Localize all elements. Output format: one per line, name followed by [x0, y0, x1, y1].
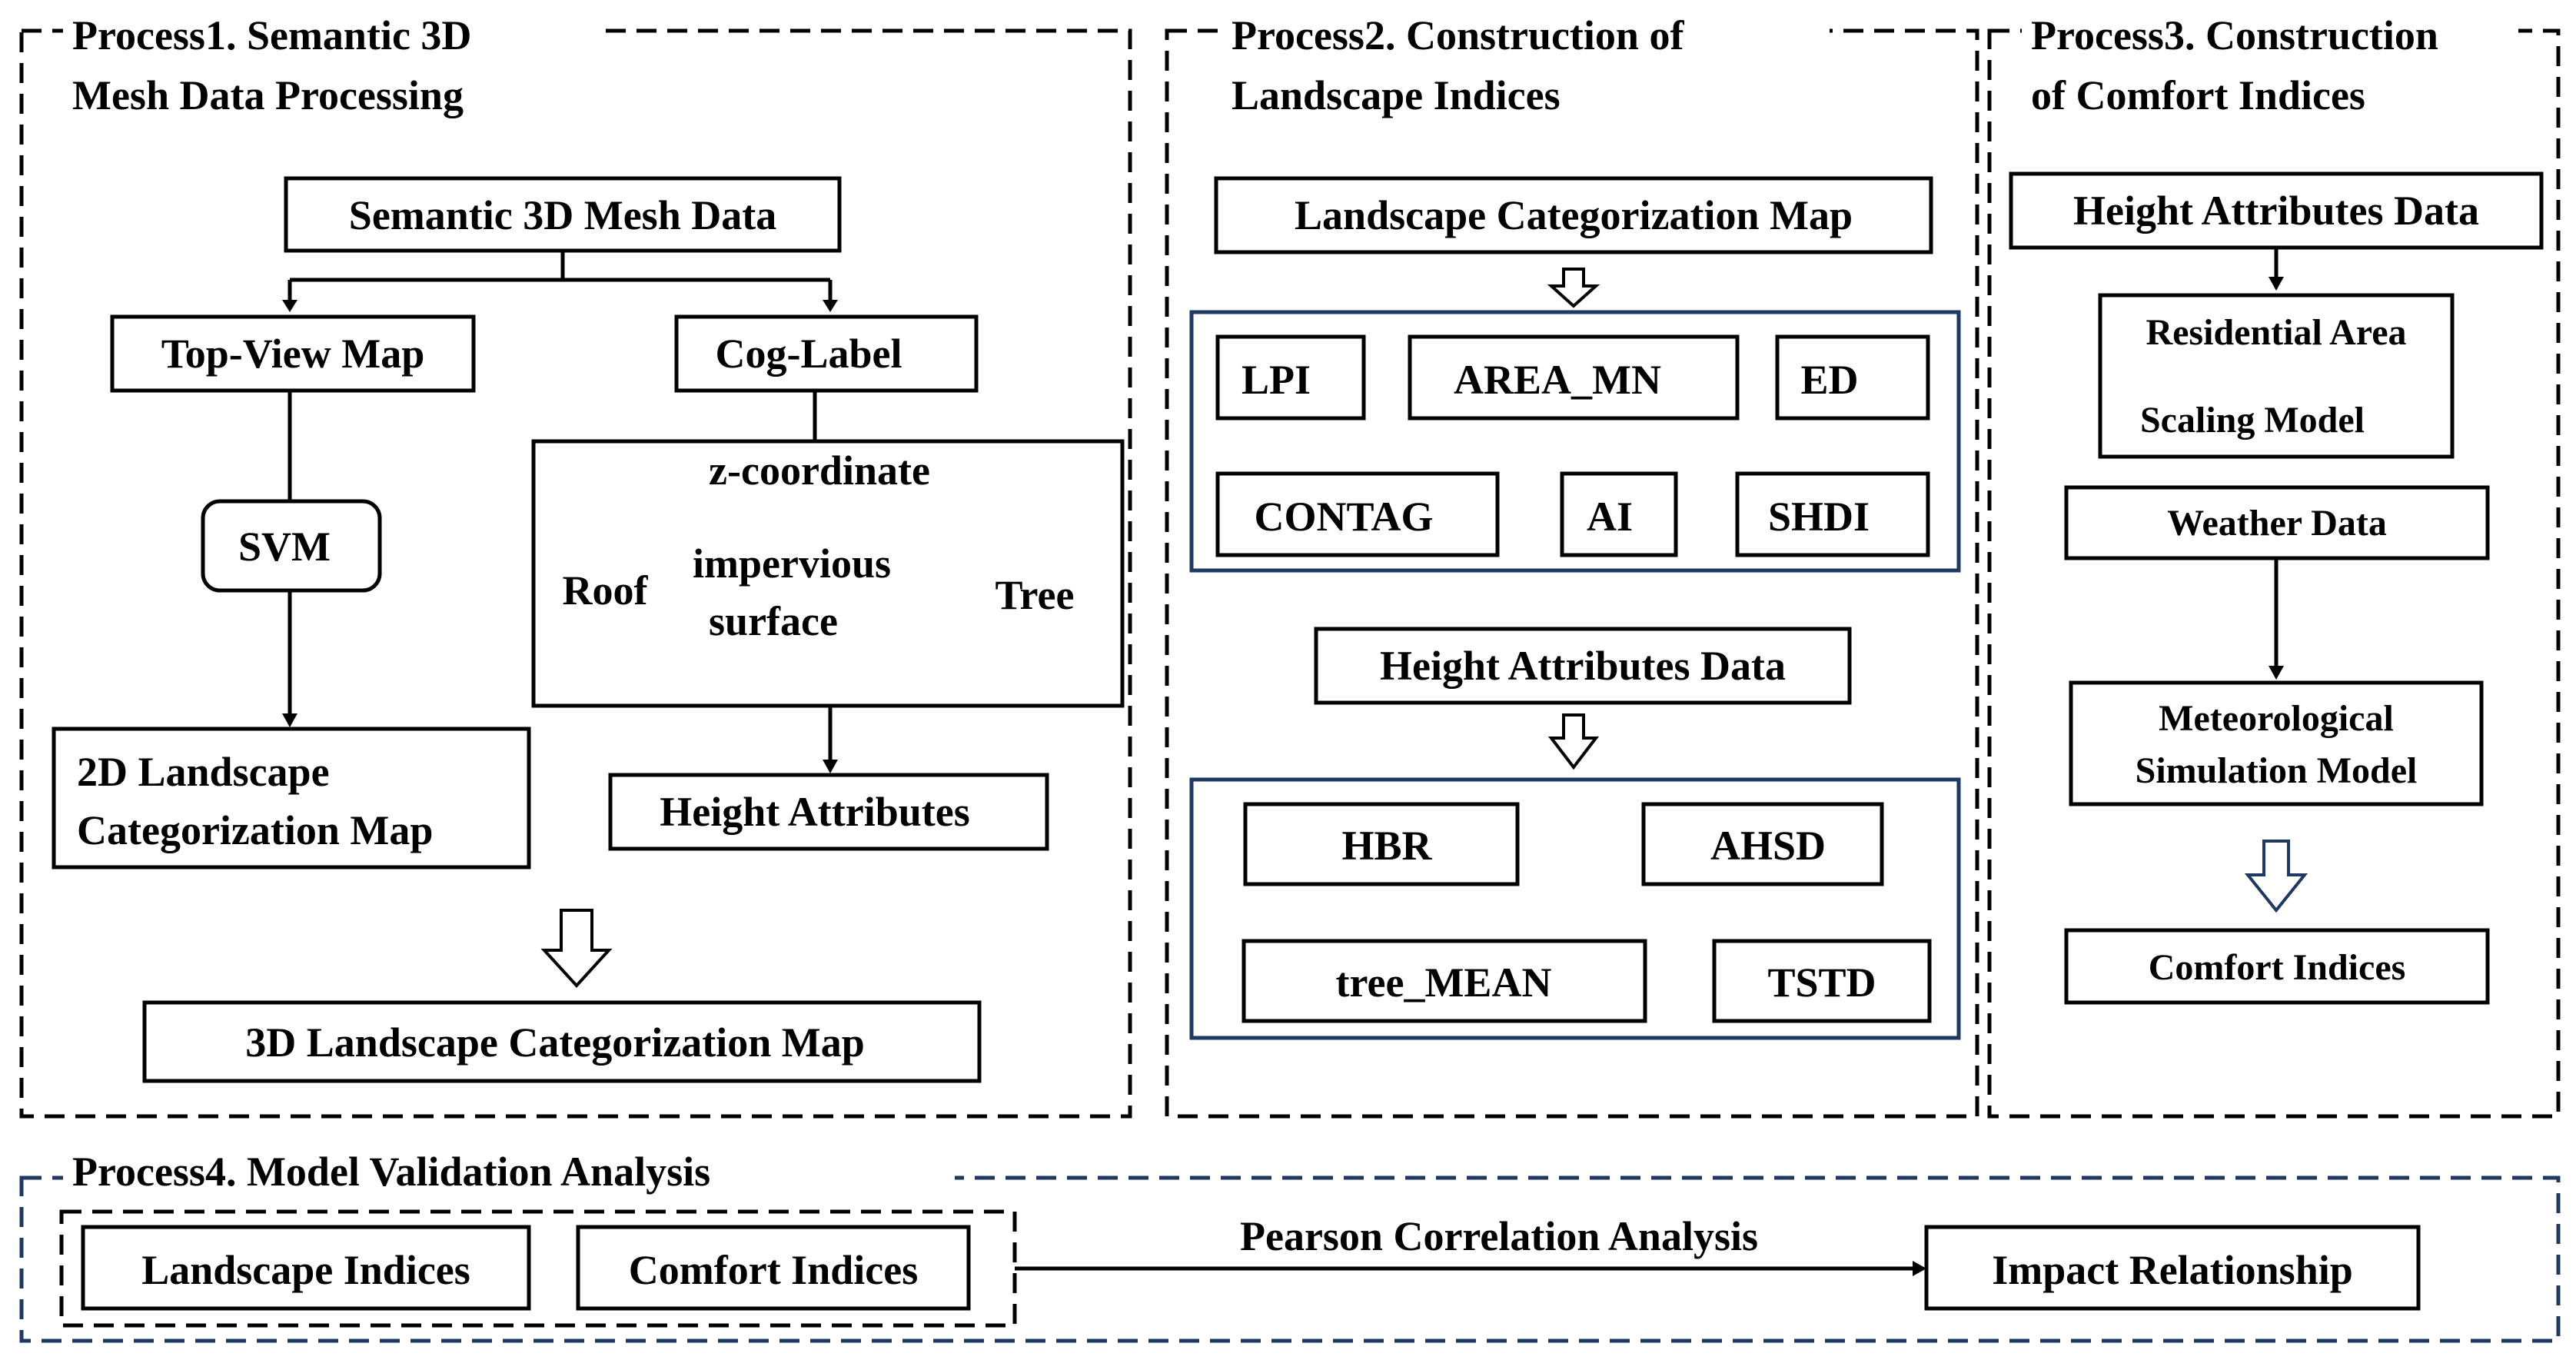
height-index-tree-mean-box — [1241, 939, 1647, 1023]
landscape-index-ai-label: AI — [1587, 494, 1633, 540]
svm-box — [201, 499, 382, 593]
semantic-mesh-data-label: Semantic 3D Mesh Data — [349, 192, 776, 238]
p4-comfort-indices-box — [576, 1225, 971, 1311]
landscape-index-ai-box — [1560, 471, 1678, 557]
landscape-2d-map-label-line2: Categorization Map — [77, 807, 433, 853]
hollow-down-arrow-icon — [2244, 840, 2308, 913]
height-index-hbr-box — [1243, 802, 1520, 886]
weather-data-box — [2064, 485, 2490, 560]
impact-relationship-label: Impact Relationship — [1992, 1247, 2353, 1293]
height-index-tstd-label: TSTD — [1767, 959, 1876, 1006]
pearson-correlation-label: Pearson Correlation Analysis — [1240, 1213, 1758, 1259]
impact-relationship-box — [1924, 1225, 2421, 1311]
height-attributes-box — [608, 773, 1049, 851]
process4-panel — [19, 1175, 2561, 1343]
cog-label-label: Cog-Label — [716, 331, 902, 377]
arrowhead — [2269, 277, 2284, 291]
p4-landscape-indices-box — [81, 1225, 531, 1311]
landscape-index-lpi-label: LPI — [1241, 357, 1311, 403]
residential-scaling-model-box — [2098, 293, 2455, 459]
top-view-map-box — [110, 314, 476, 393]
hollow-down-arrow-icon — [1547, 713, 1600, 770]
residential-scaling-model-label-line2: Scaling Model — [2140, 400, 2365, 441]
landscape-3d-map-box — [142, 1000, 982, 1083]
height-attributes-data-box — [1314, 627, 1852, 705]
landscape-2d-map-box — [52, 727, 531, 870]
tree-label: Tree — [995, 572, 1075, 618]
arrowhead — [2269, 666, 2284, 680]
p4-comfort-indices-label: Comfort Indices — [629, 1247, 918, 1293]
residential-scaling-model-label-line1: Residential Area — [2146, 312, 2406, 353]
process1-title-line2: Mesh Data Processing — [72, 72, 464, 118]
impervious-surface-label-line1: impervious — [693, 540, 891, 587]
landscape-index-ed-box — [1775, 334, 1930, 421]
p3-height-attributes-data-label: Height Attributes Data — [2073, 188, 2479, 234]
arrowhead — [823, 760, 838, 773]
height-index-tree-mean-label: tree_MEAN — [1336, 959, 1552, 1006]
landscape-index-ed-label: ED — [1800, 357, 1858, 403]
process2-title-line2: Landscape Indices — [1231, 72, 1561, 118]
landscape-2d-map-label-line1: 2D Landscape — [77, 749, 330, 795]
arrowhead — [1913, 1261, 1926, 1276]
comfort-indices-label: Comfort Indices — [2149, 947, 2406, 988]
svm-label: SVM — [238, 524, 331, 570]
landscape-3d-map-label: 3D Landscape Categorization Map — [245, 1019, 864, 1066]
indices-group — [59, 1209, 1017, 1328]
process3-title-line2: of Comfort Indices — [2031, 72, 2365, 118]
landscape-index-shdi-box — [1735, 471, 1930, 557]
process4-title: Process4. Model Validation Analysis — [72, 1149, 710, 1195]
arrowhead — [823, 300, 838, 312]
roof-label: Roof — [563, 567, 649, 613]
process2-title-line1: Process2. Construction of — [1231, 12, 1684, 58]
semantic-mesh-data-box — [284, 176, 842, 253]
meteorological-model-label-line1: Meteorological — [2159, 698, 2394, 739]
height-index-ahsd-label: AHSD — [1710, 823, 1826, 869]
process1-title-line1: Process1. Semantic 3D — [72, 12, 471, 58]
landscape-index-shdi-label: SHDI — [1768, 494, 1870, 540]
hollow-down-arrow-icon — [540, 909, 613, 988]
meteorological-model-label-line2: Simulation Model — [2136, 750, 2418, 791]
impervious-surface-label-line2: surface — [709, 598, 838, 644]
height-index-ahsd-box — [1641, 802, 1884, 886]
arrowhead — [282, 300, 297, 312]
height-index-tstd-box — [1712, 939, 1932, 1023]
p3-height-attributes-data-box — [2009, 171, 2544, 250]
p4-landscape-indices-label: Landscape Indices — [141, 1247, 470, 1293]
arrowhead — [282, 713, 297, 727]
height-index-hbr-label: HBR — [1341, 823, 1432, 869]
landscape-categorization-map-box — [1214, 176, 1933, 254]
comfort-indices-box — [2064, 928, 2490, 1005]
landscape-categorization-map-label: Landscape Categorization Map — [1295, 192, 1853, 238]
landscape-index-contag-box — [1215, 471, 1500, 557]
height-attributes-label: Height Attributes — [660, 789, 969, 835]
landscape-index-area-mn-box — [1408, 334, 1740, 421]
landscape-index-contag-label: CONTAG — [1254, 494, 1433, 540]
top-view-map-label: Top-View Map — [161, 331, 425, 377]
meteorological-model-box — [2069, 680, 2484, 806]
z-coordinate-label: z-coordinate — [709, 447, 930, 494]
hollow-down-arrow-icon — [1547, 268, 1600, 308]
landscape-index-area-mn-label: AREA_MN — [1454, 357, 1661, 403]
semantic-classes-box — [531, 439, 1125, 708]
landscape-indices-group — [1189, 310, 1961, 573]
process3-title-line1: Process3. Construction — [2031, 12, 2438, 58]
landscape-index-lpi-box — [1215, 334, 1366, 421]
cog-label-box — [674, 314, 979, 393]
height-indices-group — [1189, 777, 1961, 1040]
height-attributes-data-label: Height Attributes Data — [1380, 643, 1786, 689]
weather-data-label: Weather Data — [2167, 503, 2387, 544]
